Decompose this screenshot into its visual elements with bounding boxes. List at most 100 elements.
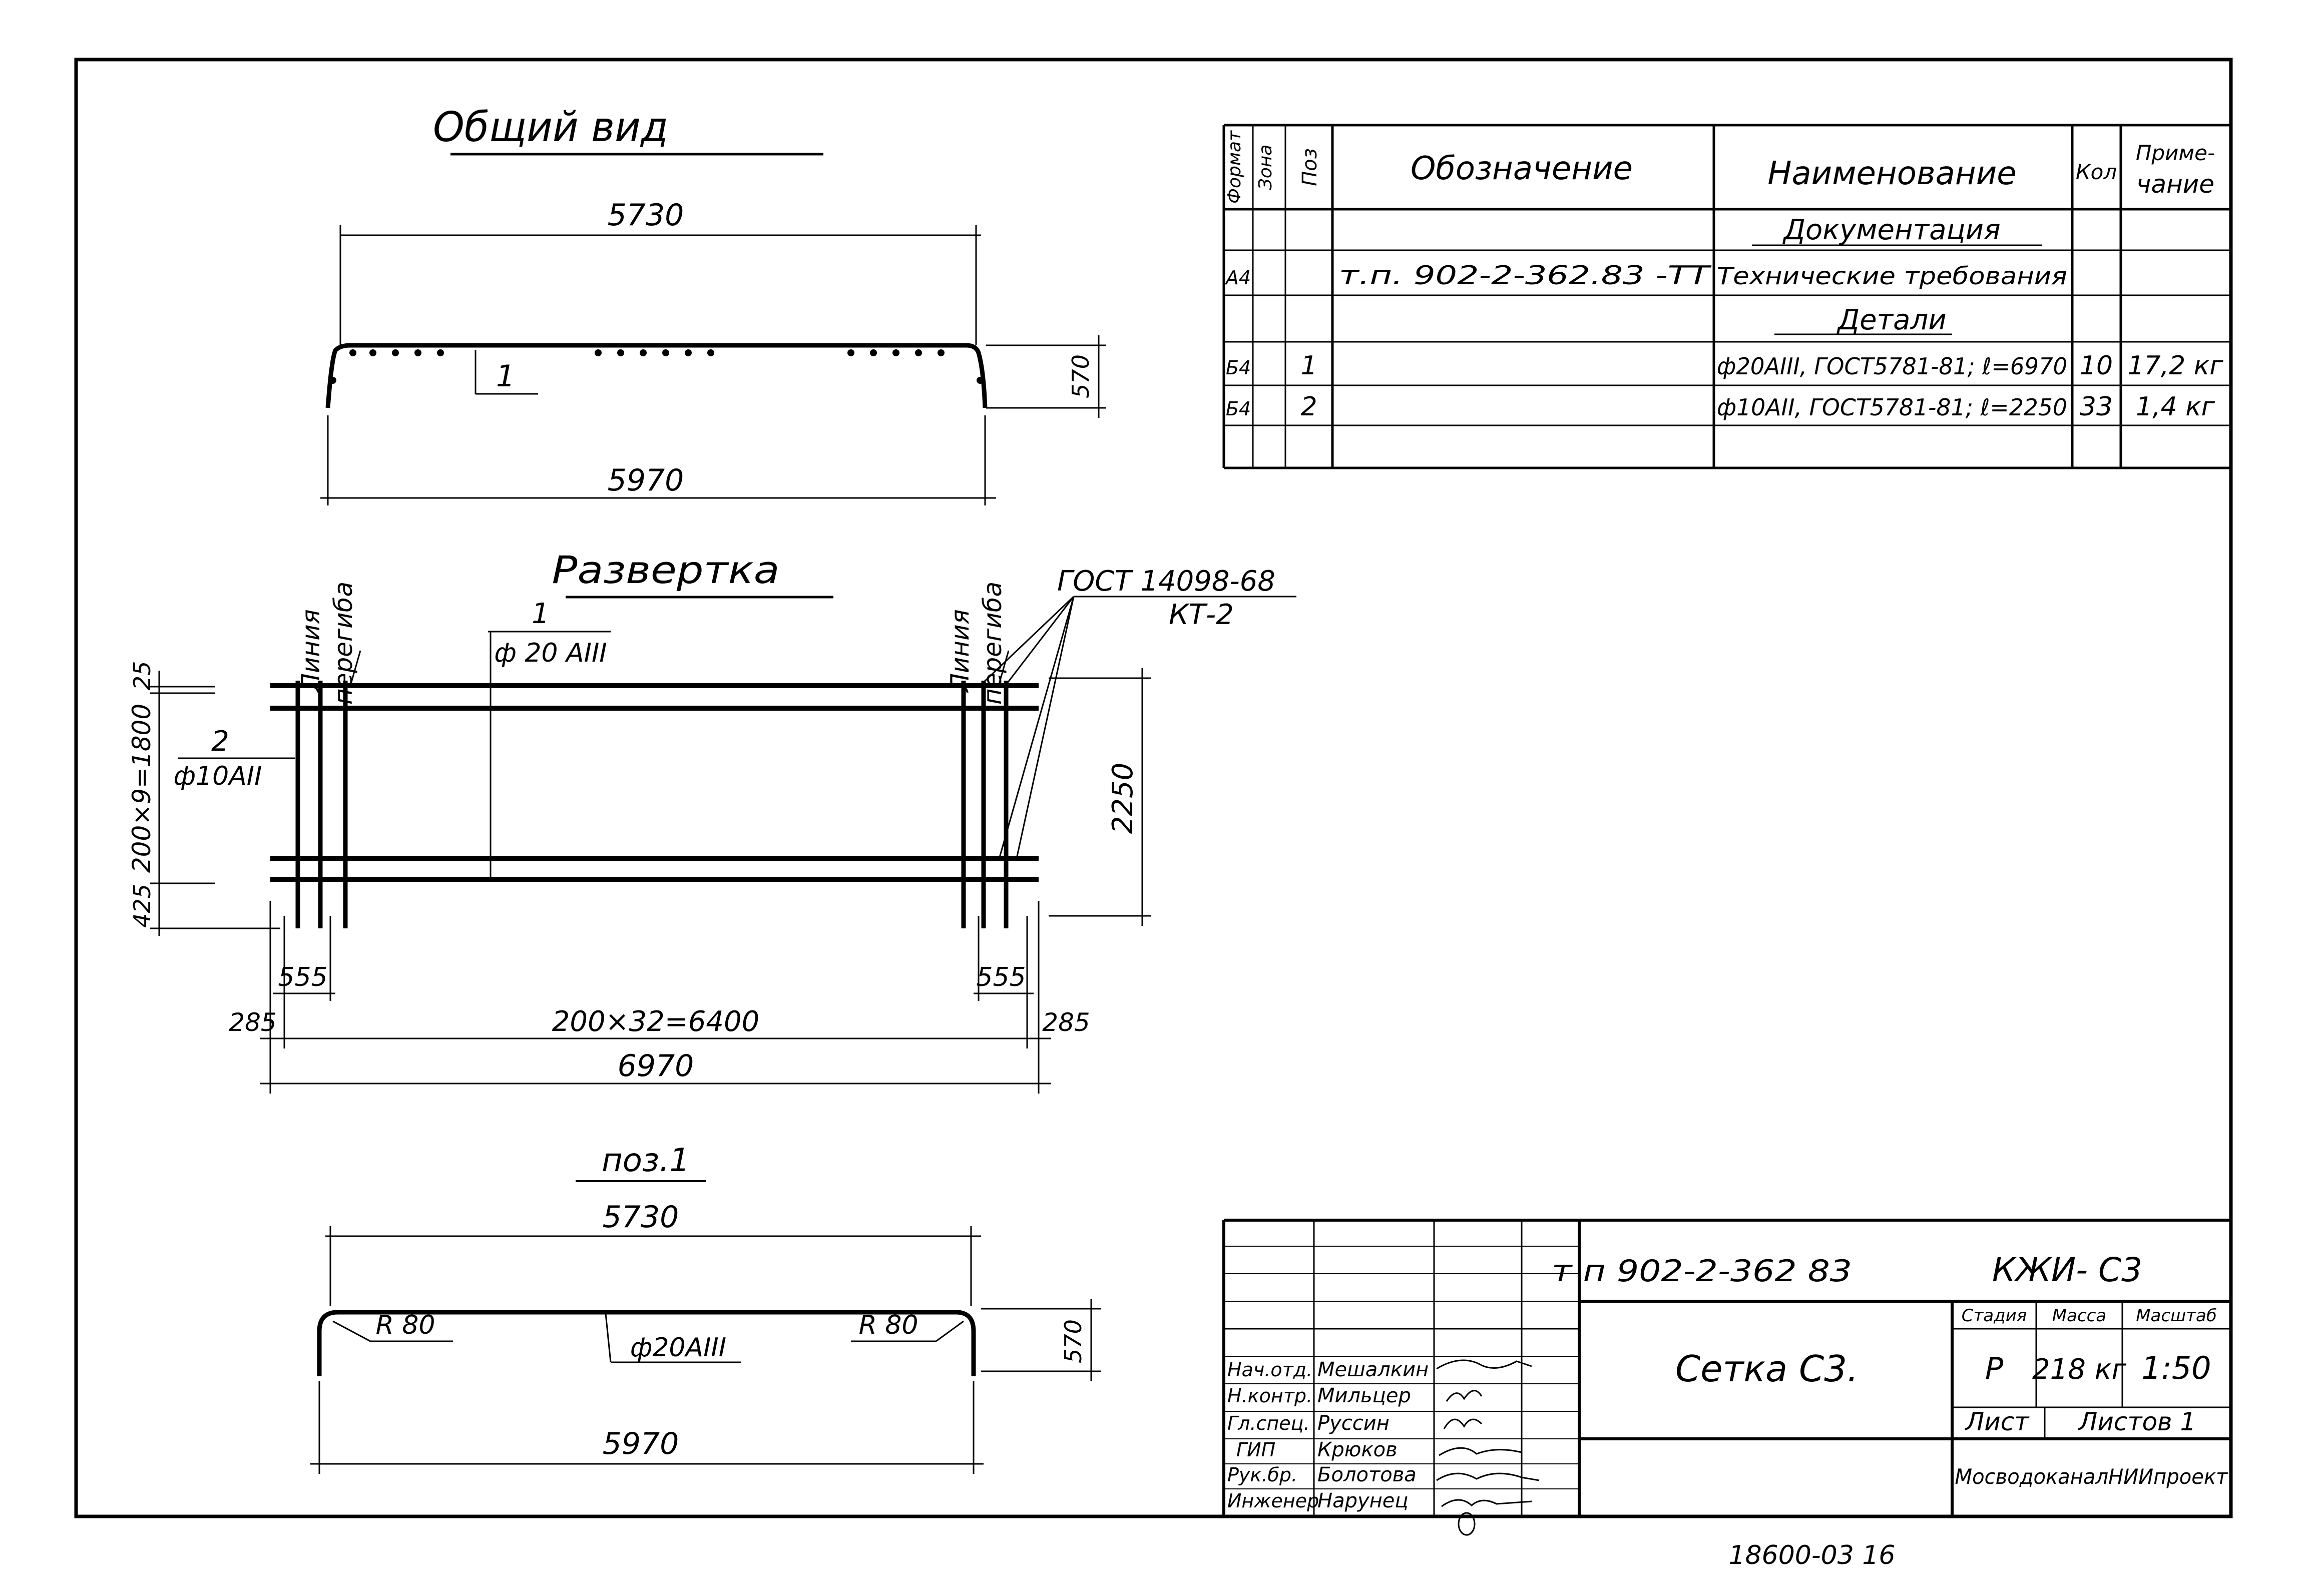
spec-table: Формат Зона Поз Обозначение Наименование… (1222, 124, 2231, 469)
bar-dot (870, 349, 877, 356)
tb-scale-label: Масштаб (2136, 1306, 2217, 1326)
bar-dot (662, 349, 669, 356)
tb-stage: Р (1985, 1351, 2004, 1386)
general-callout: 1 (496, 359, 515, 394)
weld-leader (980, 596, 1075, 686)
spec-row2-note: 1,4 кг (2136, 392, 2215, 422)
tb-organization: МосводоканалНИИпроект (1955, 1464, 2228, 1489)
spec-header-qty: Кол (2076, 160, 2117, 184)
spec-header-pos: Поз (1298, 148, 1321, 186)
pos1-title: поз.1 (602, 1142, 690, 1179)
pos1-radius-right-leader (936, 1320, 964, 1342)
bend-leader-right (998, 650, 1010, 686)
bar-dot (915, 349, 922, 356)
tb-signatures (1436, 1359, 1540, 1536)
bar-dot (392, 349, 399, 356)
unfold-dim-285-right: 285 (1042, 1008, 1090, 1037)
general-bar-shape (325, 343, 988, 408)
bend-line-right-1: Линия (946, 609, 975, 693)
unfold-dim-vertical-spacing: 200×9=1800 (127, 704, 156, 873)
general-dim-top: 5730 (608, 198, 684, 233)
title-block: т п 902-2-362 83 КЖИ- С3 Сетка С3. Стади… (1222, 1219, 2231, 1536)
bar-dot (414, 349, 421, 356)
weld-leaders (980, 596, 1075, 861)
spec-row1-name: ф20АIII, ГОСТ5781-81; ℓ=6970 (1717, 353, 2067, 380)
tb-stage-label: Стадия (1962, 1306, 2027, 1326)
tb-mass: 218 кг (2032, 1353, 2127, 1386)
bar-dot (595, 349, 602, 356)
tb-role: Инженер (1227, 1490, 1319, 1512)
tb-person: Болотова (1317, 1463, 1417, 1486)
signature (1436, 1359, 1532, 1370)
bar-dot (892, 349, 899, 356)
unfold-view: Развертка Линия перегиба Линия перегиба … (127, 548, 1296, 1094)
weld-leader (998, 596, 1075, 861)
general-bar-dots (329, 349, 984, 384)
unfold-transverse-bars (295, 681, 1009, 928)
signature (1439, 1447, 1522, 1456)
spec-row2-format: Б4 (1226, 398, 1251, 420)
unfold-dim-2250: 2250 (1107, 763, 1139, 834)
unfold-pos2-bar: ф10АII (174, 761, 262, 791)
spec-section-details: Детали (1836, 304, 1946, 336)
unfold-dim-555-right: 555 (976, 962, 1026, 992)
pos1-bar-shape (317, 1310, 976, 1376)
weld-note-1: ГОСТ 14098-68 (1057, 565, 1275, 598)
bar-dot (707, 349, 714, 356)
general-dim-bottom: 5970 (608, 463, 684, 498)
tb-mass-label: Масса (2052, 1306, 2106, 1326)
spec-header-note-1: Приме- (2136, 141, 2215, 165)
tb-role: Н.контр. (1227, 1385, 1312, 1407)
pos1-radius-right: R 80 (859, 1310, 918, 1340)
spec-row1-qty: 10 (2080, 351, 2113, 381)
signature (1446, 1390, 1483, 1402)
spec-section-documentation: Документация (1782, 214, 2000, 246)
spec-row1-format: Б4 (1226, 357, 1251, 379)
tb-scale: 1:50 (2141, 1350, 2211, 1386)
pos1-dim-height: 570 (1060, 1319, 1087, 1363)
tb-sheet-name: Сетка С3. (1675, 1348, 1859, 1390)
tb-sheets-label: Листов 1 (2078, 1407, 2196, 1436)
bar-dot (847, 349, 854, 356)
tb-role: Рук.бр. (1227, 1464, 1297, 1486)
bar-dot (369, 349, 376, 356)
bar-dot (640, 349, 647, 356)
tb-roles: Нач.отд. Н.контр. Гл.спец. ГИП Рук.бр. И… (1227, 1359, 1319, 1512)
pos1-bar-label: ф20АIII (630, 1333, 726, 1363)
bar-dot (617, 349, 624, 356)
tb-role: Гл.спец. (1227, 1412, 1310, 1434)
pos1-dim-top: 5730 (603, 1200, 679, 1235)
bar-dot (329, 377, 336, 384)
tb-code: КЖИ- С3 (1992, 1251, 2142, 1289)
tb-person: Нарунец (1317, 1489, 1409, 1512)
tb-person: Руссин (1317, 1412, 1390, 1435)
spec-row1-note: 17,2 кг (2127, 351, 2223, 381)
bend-leader-left (349, 650, 361, 686)
spec-doc-name: Технические требования (1717, 262, 2067, 290)
general-view: Общий вид 5730 1 570 5970 (320, 104, 1106, 505)
unfold-dim-425: 425 (129, 884, 156, 928)
pos1-radius-left: R 80 (376, 1310, 435, 1340)
tb-person: Мильцер (1317, 1384, 1411, 1407)
unfold-dim-285-left: 285 (229, 1008, 276, 1037)
spec-doc-format: А4 (1224, 267, 1251, 289)
tb-person: Крюков (1317, 1438, 1398, 1461)
spec-row2-qty: 33 (2080, 392, 2113, 422)
bar-dot (349, 349, 356, 356)
spec-doc-designation: т.п. 902-2-362.83 -ТТ (1339, 261, 1712, 291)
weld-note-2: КТ-2 (1169, 599, 1234, 631)
spec-header-designation: Обозначение (1411, 150, 1633, 187)
signature-loop (1458, 1512, 1476, 1536)
sheet-frame (74, 58, 2233, 1518)
unfold-dim-total: 6970 (618, 1048, 694, 1084)
pos1-radius-left-leader (332, 1320, 371, 1342)
spec-header-zone: Зона (1255, 145, 1276, 190)
spec-row2-name: ф10АII, ГОСТ5781-81; ℓ=2250 (1717, 394, 2067, 421)
pos1-dim-bottom: 5970 (603, 1426, 679, 1461)
tb-designation: т п 902-2-362 83 (1552, 1254, 1852, 1289)
bar-dot (938, 349, 945, 356)
spec-header-note-2: чание (2136, 170, 2214, 199)
signature (1441, 1499, 1532, 1507)
signature (1436, 1472, 1540, 1481)
